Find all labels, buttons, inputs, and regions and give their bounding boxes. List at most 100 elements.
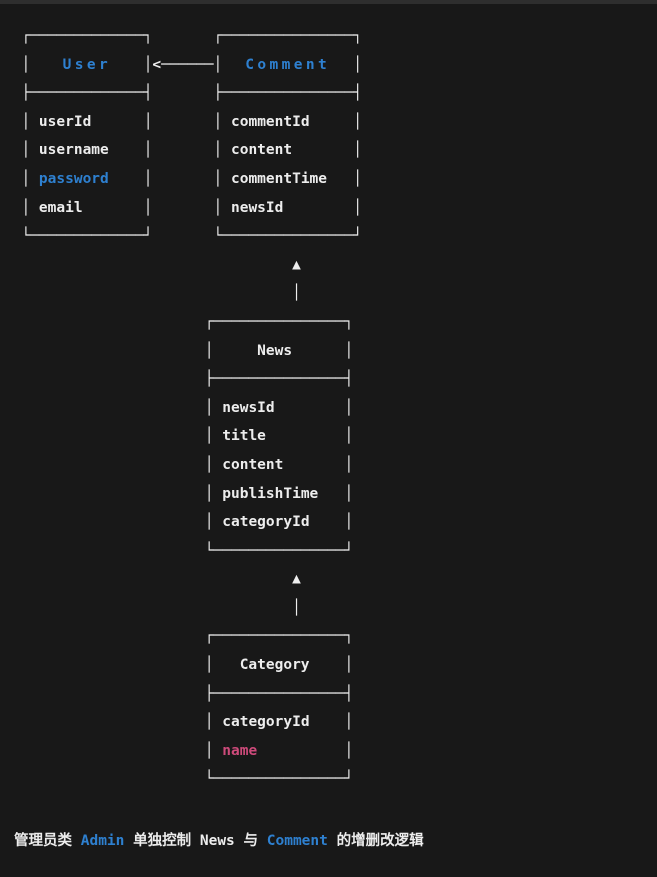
diagram-text: │ bbox=[4, 428, 223, 445]
diagram-line: ▲ bbox=[4, 251, 657, 280]
connector-line: │ bbox=[292, 599, 301, 616]
diagram-text: │ bbox=[4, 142, 39, 159]
field-name: name bbox=[222, 742, 258, 759]
caption-admin: Admin bbox=[80, 832, 125, 849]
diagram-line: │ Category │ bbox=[4, 651, 657, 680]
diagram-text: │ bbox=[318, 485, 354, 502]
diagram-text: │ bbox=[4, 170, 39, 187]
diagram-text: │ │ bbox=[108, 142, 231, 159]
diagram-text: │ │ bbox=[82, 199, 231, 216]
field-news-categoryid: categoryId bbox=[222, 514, 310, 531]
entity-title-comment: Comment bbox=[245, 56, 331, 73]
diagram-text: └───────────────┘ bbox=[4, 771, 354, 788]
diagram-text: │ bbox=[4, 456, 223, 473]
diagram-text: │ bbox=[4, 742, 223, 759]
diagram-text: ┌─────────────┐ ┌───────────────┐ bbox=[4, 28, 362, 44]
diagram-line: │ bbox=[4, 594, 657, 623]
caption-comment: Comment bbox=[266, 832, 328, 849]
diagram-line: │ username │ │ content │ bbox=[4, 136, 657, 165]
diagram-text: ├───────────────┤ bbox=[4, 685, 354, 702]
ascii-er-diagram: ┌─────────────┐ ┌───────────────┐ │ │<──… bbox=[0, 4, 657, 823]
diagram-text: │ bbox=[274, 399, 354, 416]
diagram-text: │ bbox=[292, 342, 354, 359]
diagram-line: ┌───────────────┐ bbox=[4, 308, 657, 337]
diagram-text: │ │ bbox=[108, 170, 231, 187]
diagram-text: │ bbox=[257, 742, 354, 759]
caption-text: 单独控制 bbox=[124, 832, 200, 849]
diagram-text: └─────────────┘ └───────────────┘ bbox=[4, 228, 362, 245]
diagram-line: ┌─────────────┐ ┌───────────────┐ bbox=[4, 22, 657, 51]
diagram-line: └───────────────┘ bbox=[4, 537, 657, 566]
field-password: password bbox=[38, 170, 109, 187]
field-publishtime: publishTime bbox=[222, 485, 319, 502]
diagram-text: │ bbox=[4, 113, 39, 130]
field-username: username bbox=[38, 142, 109, 159]
field-comment-content: content bbox=[230, 142, 293, 159]
diagram-line: │ categoryId │ bbox=[4, 508, 657, 537]
caption-news: News bbox=[199, 832, 235, 849]
diagram-line: └─────────────┘ └───────────────┘ bbox=[4, 222, 657, 251]
diagram-text: │ bbox=[283, 199, 362, 216]
field-title: title bbox=[222, 428, 266, 445]
field-newsid: newsId bbox=[222, 399, 275, 416]
connector-line: │ bbox=[292, 285, 301, 302]
diagram-text: │ bbox=[4, 514, 223, 531]
diagram-text bbox=[4, 257, 292, 273]
diagram-line: │ email │ │ newsId │ bbox=[4, 194, 657, 223]
diagram-text: │ bbox=[292, 142, 362, 159]
diagram-text: │ bbox=[4, 199, 39, 216]
diagram-text: │ bbox=[4, 485, 223, 502]
diagram-line: │ content │ bbox=[4, 451, 657, 480]
diagram-text: │ │ bbox=[4, 56, 153, 73]
left-arrow-icon: <────── bbox=[152, 56, 214, 73]
diagram-line: │ bbox=[4, 279, 657, 308]
window-top-edge bbox=[0, 0, 657, 4]
diagram-text: │ bbox=[4, 399, 223, 416]
diagram-text: │ bbox=[309, 657, 354, 674]
diagram-text: │ │ bbox=[213, 56, 362, 73]
diagram-text: ┌───────────────┐ bbox=[4, 313, 354, 330]
caption-text: 的增删改逻辑 bbox=[327, 832, 424, 849]
diagram-line: │ News │ bbox=[4, 337, 657, 366]
diagram-line: │ title │ bbox=[4, 422, 657, 451]
field-categoryid: categoryId bbox=[222, 714, 310, 731]
diagram-text: │ bbox=[309, 714, 354, 731]
diagram-text: │ bbox=[309, 514, 354, 531]
diagram-line: │ publishTime │ bbox=[4, 480, 657, 509]
entity-title-user: User bbox=[62, 56, 112, 73]
caption-text: 管理员类 bbox=[14, 832, 81, 849]
diagram-text: ┌───────────────┐ bbox=[4, 628, 354, 645]
caption-text: 与 bbox=[234, 832, 267, 849]
entity-title-category: Category bbox=[239, 657, 310, 674]
diagram-line: │ name │ bbox=[4, 737, 657, 766]
field-email: email bbox=[38, 199, 83, 216]
field-news-content: content bbox=[222, 456, 284, 473]
diagram-text: │ bbox=[309, 113, 362, 130]
diagram-text bbox=[4, 285, 292, 301]
up-arrow-icon: ▲ bbox=[292, 571, 301, 588]
up-arrow-icon: ▲ bbox=[292, 256, 301, 273]
diagram-line: │ newsId │ bbox=[4, 394, 657, 423]
caption-line: 管理员类 Admin 单独控制 News 与 Comment 的增删改逻辑 bbox=[0, 827, 657, 856]
diagram-text: │ bbox=[265, 428, 354, 445]
diagram-line: │ password │ │ commentTime │ bbox=[4, 165, 657, 194]
field-userid: userId bbox=[38, 113, 92, 130]
diagram-text: │ bbox=[4, 714, 223, 731]
field-comment-newsid: newsId bbox=[230, 199, 284, 216]
diagram-text bbox=[4, 600, 292, 616]
diagram-line: ├───────────────┤ bbox=[4, 680, 657, 709]
diagram-text: │ bbox=[4, 342, 258, 359]
diagram-text: │ bbox=[283, 456, 354, 473]
entity-title-news: News bbox=[257, 342, 293, 359]
diagram-text: │ bbox=[327, 170, 362, 187]
diagram-text bbox=[4, 571, 292, 587]
diagram-line: ┌───────────────┐ bbox=[4, 622, 657, 651]
diagram-line: │ userId │ │ commentId │ bbox=[4, 108, 657, 137]
diagram-line: └───────────────┘ bbox=[4, 765, 657, 794]
diagram-text: │ │ bbox=[91, 113, 231, 130]
diagram-line: ├───────────────┤ bbox=[4, 365, 657, 394]
field-commenttime: commentTime bbox=[230, 170, 328, 187]
diagram-text: ├───────────────┤ bbox=[4, 371, 354, 388]
diagram-line: ▲ bbox=[4, 565, 657, 594]
